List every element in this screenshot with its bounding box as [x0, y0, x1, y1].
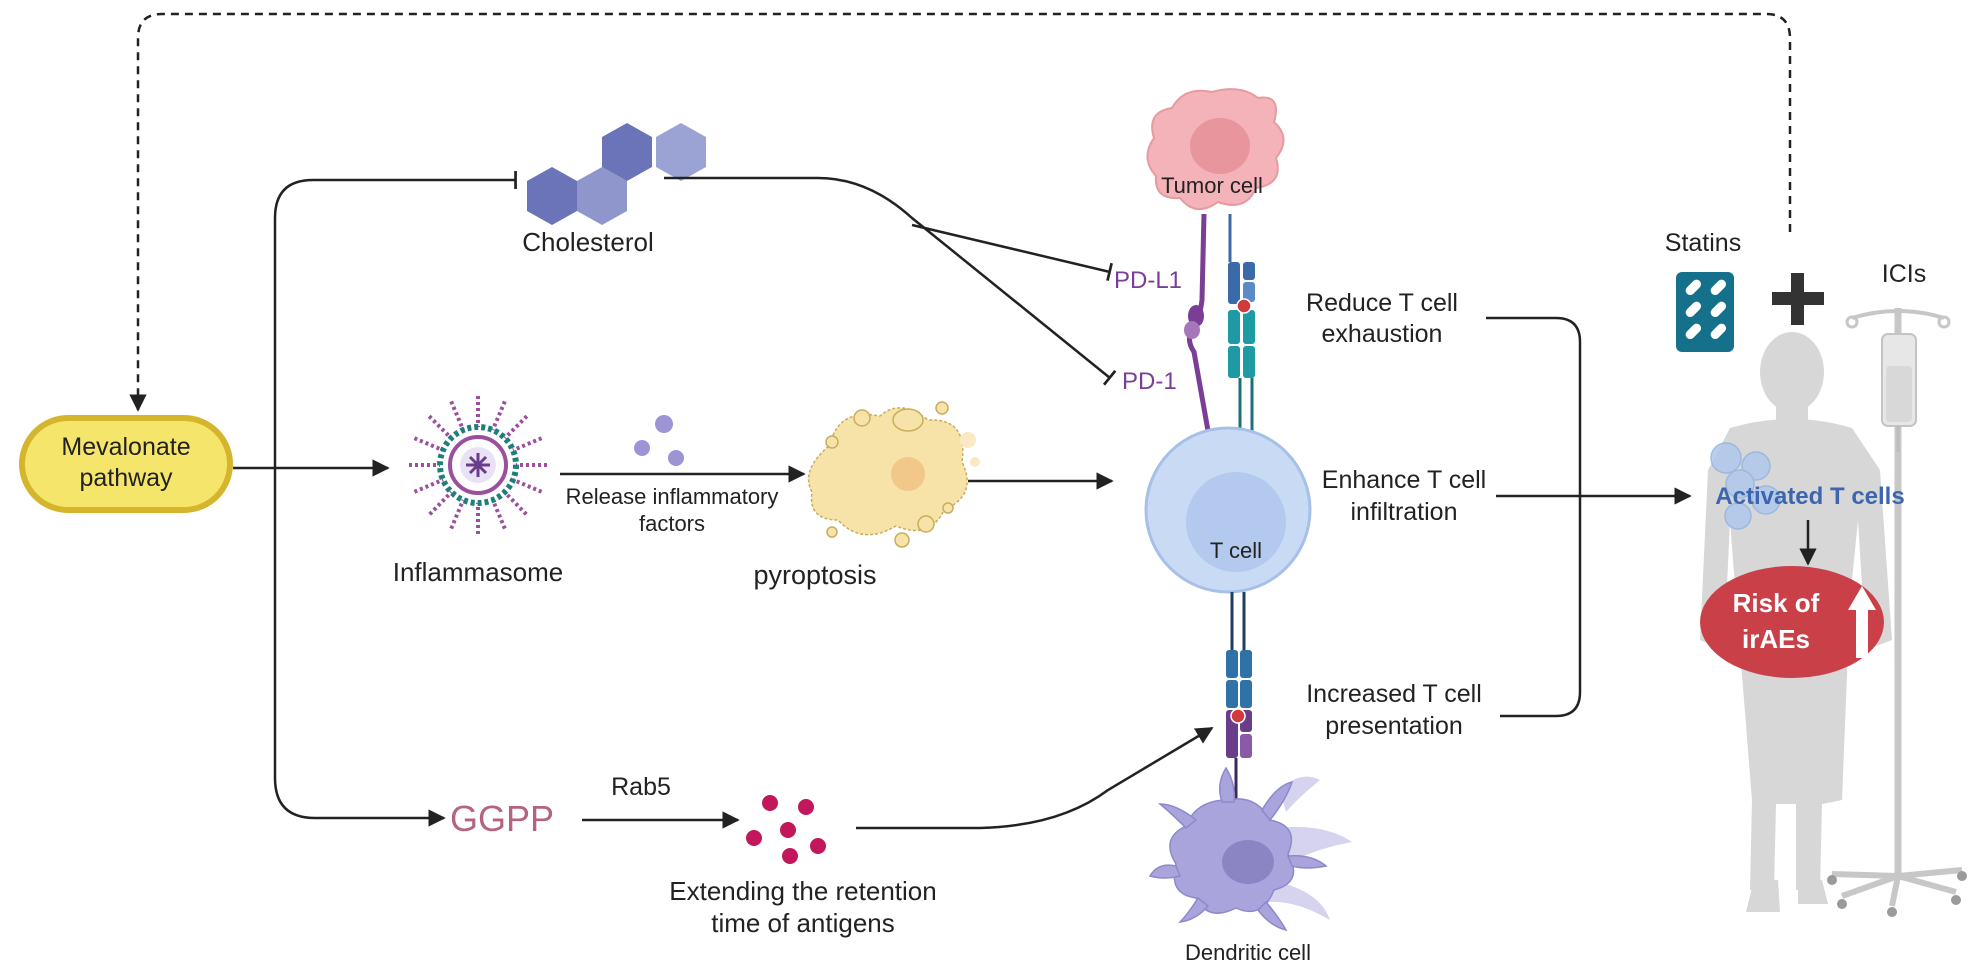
mevalonate-label-line2: pathway: [79, 464, 173, 492]
mevalonate-pill: [19, 415, 233, 513]
extending-label-line2: time of antigens: [711, 908, 895, 938]
risk-of-iraes-badge: Risk of irAEs: [1700, 566, 1884, 678]
activated-t-cells-label: Activated T cells: [1715, 483, 1904, 510]
pyroptosis-cell-icon: [807, 401, 980, 548]
mevalonate-pathway-node: Mevalonate pathway: [19, 415, 233, 513]
release-label-line2: factors: [639, 511, 705, 536]
line-cholesterol-to-pd1: [664, 176, 1117, 386]
iv-stand-icon: [1827, 308, 1967, 917]
pyroptosis-label: pyroptosis: [753, 560, 876, 590]
release-label-line1: Release inflammatory: [566, 484, 779, 509]
risk-label-line1: Risk of: [1733, 588, 1820, 618]
enhance-label-line1: Enhance T cell: [1322, 466, 1486, 494]
cholesterol-molecule-icon: [527, 123, 706, 225]
t-cell-icon: [1144, 426, 1312, 594]
inflammasome-icon: [408, 395, 548, 535]
cholesterol-label: Cholesterol: [522, 227, 654, 257]
bracket-outcomes: [1486, 316, 1582, 718]
arrow-antigens-to-dendritic-cell: [856, 726, 1214, 830]
mhc-tcr-complex-lower-icon: [1226, 592, 1252, 800]
antigen-dots-icon: [746, 795, 826, 864]
inflammasome-label: Inflammasome: [393, 557, 564, 587]
dendritic-cell-icon: [1148, 766, 1352, 932]
mhc-tcr-complex-upper-icon: [1228, 214, 1255, 438]
risk-label-line2: irAEs: [1742, 624, 1810, 654]
ggpp-label: GGPP: [450, 798, 554, 839]
statins-pill-pack-icon: [1676, 272, 1734, 352]
reduce-label-line1: Reduce T cell: [1306, 289, 1458, 317]
enhance-label-line2: infiltration: [1351, 498, 1458, 526]
reduce-label-line2: exhaustion: [1322, 320, 1443, 348]
pdl1-label: PD-L1: [1114, 267, 1182, 294]
rab5-label: Rab5: [611, 773, 671, 801]
pd1-label: PD-1: [1122, 368, 1177, 395]
pdl1-pd1-ligand-icon: [1184, 213, 1213, 443]
dendritic-cell-label: Dendritic cell: [1185, 940, 1311, 965]
activated-t-cell-cluster-icon: [1710, 442, 1781, 530]
feedback-dashed-line: [129, 12, 1792, 412]
plus-icon: [1772, 273, 1824, 325]
increase-arrow-icon: [1848, 586, 1876, 658]
increased-label-line1: Increased T cell: [1306, 680, 1482, 708]
arrow-mevalonate-to-ggpp: [273, 468, 446, 827]
icis-label: ICIs: [1882, 260, 1926, 288]
line-mevalonate-to-cholesterol: [273, 171, 517, 468]
tumor-cell-icon: [1146, 88, 1285, 210]
tumor-cell-label: Tumor cell: [1161, 173, 1263, 198]
line-cholesterol-to-pdl1: [911, 223, 1113, 281]
t-cell-label: T cell: [1210, 538, 1262, 563]
extending-label-line1: Extending the retention: [669, 876, 936, 906]
mevalonate-label-line1: Mevalonate: [61, 433, 190, 461]
inflammatory-factor-dots: [634, 415, 684, 466]
statins-label: Statins: [1665, 229, 1741, 257]
increased-label-line2: presentation: [1325, 712, 1463, 740]
